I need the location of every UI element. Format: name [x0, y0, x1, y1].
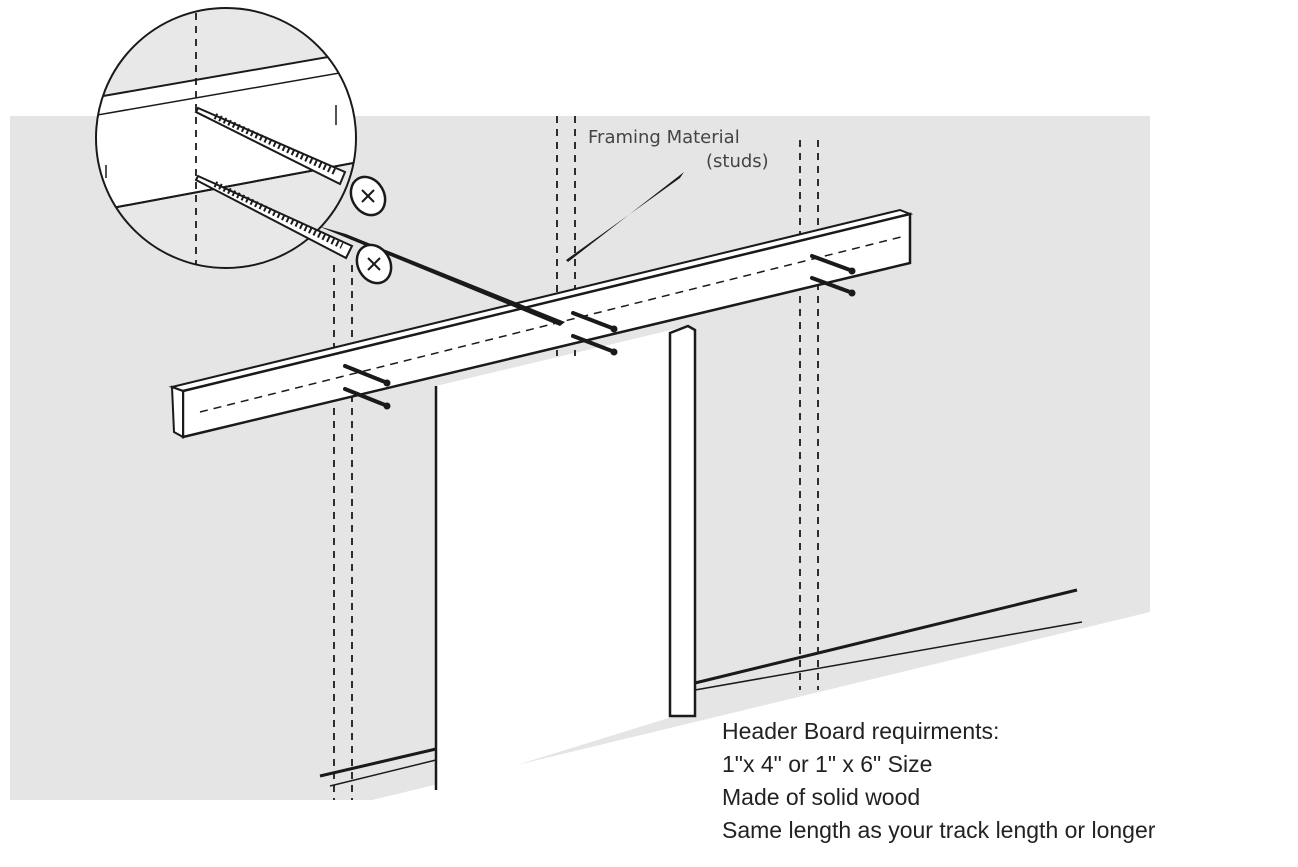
requirements-heading: Header Board requirments:	[722, 718, 1000, 744]
studs-label: (studs)	[706, 151, 769, 172]
magnifier-detail	[95, 7, 393, 285]
requirement-item: Made of solid wood	[722, 784, 921, 810]
doorway-right-jamb	[668, 324, 697, 718]
screw-pair-left	[343, 364, 391, 410]
requirement-item: 1"x 4" or 1" x 6" Size	[722, 751, 933, 777]
header-board	[168, 208, 914, 439]
header-board-requirements: Header Board requirments: 1"x 4" or 1" x…	[722, 715, 1155, 847]
magnified-screw-lower	[194, 174, 393, 285]
baseboard-right	[694, 588, 1083, 691]
baseboard-left	[319, 747, 437, 787]
framing-material-label: Framing Material	[588, 127, 740, 148]
screw-pair-center	[571, 311, 618, 356]
screw-pair-right	[810, 254, 856, 297]
requirement-item: Same length as your track length or long…	[722, 817, 1156, 843]
magnified-screw-upper	[194, 106, 387, 217]
doorway-opening	[436, 326, 688, 790]
framing-label-leader	[566, 172, 684, 262]
